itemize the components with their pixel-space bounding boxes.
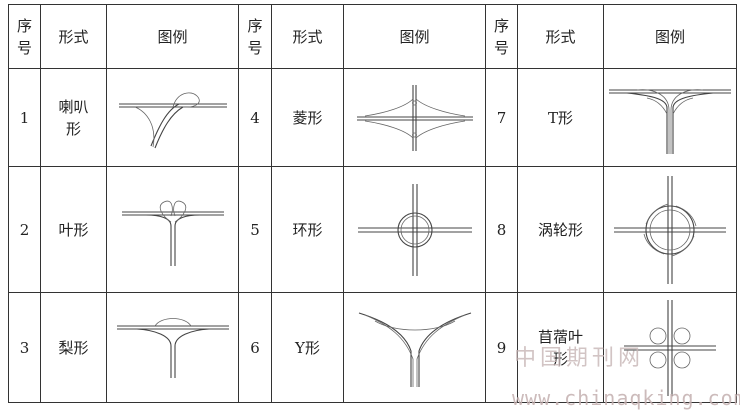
form-cell: 菱形 bbox=[271, 68, 344, 167]
form-cell: 苜蓿叶 形 bbox=[517, 292, 604, 403]
seq-header-char-1: 序 bbox=[493, 16, 509, 35]
diagram-cell bbox=[106, 166, 239, 293]
seq-cell: 7 bbox=[485, 68, 518, 167]
form-line: 苜蓿叶 bbox=[537, 327, 583, 346]
diagram-header: 图例 bbox=[343, 4, 486, 69]
seq-cell: 1 bbox=[8, 68, 41, 167]
diagram-cell bbox=[343, 292, 486, 403]
form-line: 梨形 bbox=[58, 338, 89, 357]
form-cell: T形 bbox=[517, 68, 604, 167]
t-interchange-icon bbox=[609, 88, 731, 154]
interchange-forms-table: 序 号 形式 图例 序 号 形式 图例 序 号 形式 图例 1 喇叭 形 bbox=[8, 4, 737, 403]
seq-header: 序 号 bbox=[238, 4, 272, 69]
diamond-interchange-icon bbox=[356, 84, 473, 151]
seq-header: 序 号 bbox=[8, 4, 41, 69]
diagram-header: 图例 bbox=[106, 4, 239, 69]
watermark-url: www.chinaqking.com bbox=[512, 386, 740, 410]
seq-cell: 4 bbox=[238, 68, 272, 167]
form-header: 形式 bbox=[40, 4, 107, 69]
form-line: 叶形 bbox=[58, 220, 89, 239]
form-line: 形 bbox=[65, 119, 81, 138]
pear-interchange-icon bbox=[116, 317, 229, 378]
trumpet-interchange-icon bbox=[118, 91, 227, 148]
form-cell: 叶形 bbox=[40, 166, 107, 293]
form-header: 形式 bbox=[517, 4, 604, 69]
diagram-cell bbox=[106, 68, 239, 167]
form-line: T形 bbox=[547, 108, 573, 127]
roundabout-interchange-icon bbox=[357, 183, 472, 276]
seq-header-char-1: 序 bbox=[247, 16, 263, 35]
diagram-cell bbox=[603, 68, 737, 167]
seq-header-char-2: 号 bbox=[16, 38, 32, 57]
seq-header-char-1: 序 bbox=[16, 16, 32, 35]
diagram-cell bbox=[343, 68, 486, 167]
header-row: 序 号 形式 图例 序 号 形式 图例 序 号 形式 图例 bbox=[8, 4, 737, 69]
form-header: 形式 bbox=[271, 4, 344, 69]
seq-cell: 3 bbox=[8, 292, 41, 403]
diagram-cell bbox=[106, 292, 239, 403]
seq-header: 序 号 bbox=[485, 4, 518, 69]
form-line: Y形 bbox=[295, 338, 320, 357]
diagram-cell bbox=[603, 166, 737, 293]
seq-cell: 6 bbox=[238, 292, 272, 403]
form-line: 环形 bbox=[292, 220, 323, 239]
diagram-cell bbox=[603, 292, 737, 403]
watermark-cn: 中国期刊网 bbox=[514, 346, 645, 371]
table-row: 1 喇叭 形 4 菱形 7 bbox=[8, 68, 737, 167]
seq-cell: 5 bbox=[238, 166, 272, 293]
form-cell: 喇叭 形 bbox=[40, 68, 107, 167]
form-cell: Y形 bbox=[271, 292, 344, 403]
diagram-cell bbox=[343, 166, 486, 293]
seq-cell: 2 bbox=[8, 166, 41, 293]
turbine-interchange-icon bbox=[614, 175, 726, 284]
form-line: 菱形 bbox=[292, 108, 323, 127]
form-cell: 环形 bbox=[271, 166, 344, 293]
y-interchange-icon bbox=[358, 311, 471, 387]
cloverleaf-interchange-icon bbox=[624, 299, 716, 396]
form-line: 喇叭 bbox=[58, 97, 89, 116]
form-line: 涡轮形 bbox=[537, 220, 583, 239]
table-row: 3 梨形 6 Y形 9 苜蓿叶 bbox=[8, 292, 737, 403]
diagram-header: 图例 bbox=[603, 4, 737, 69]
table-row: 2 叶形 5 环形 8 涡轮形 bbox=[8, 166, 737, 293]
seq-cell: 8 bbox=[485, 166, 518, 293]
seq-header-char-2: 号 bbox=[493, 38, 509, 57]
seq-header-char-2: 号 bbox=[247, 38, 263, 57]
form-cell: 梨形 bbox=[40, 292, 107, 403]
form-line: 形 bbox=[552, 349, 568, 368]
leaf-interchange-icon bbox=[121, 200, 224, 266]
form-cell: 涡轮形 bbox=[517, 166, 604, 293]
